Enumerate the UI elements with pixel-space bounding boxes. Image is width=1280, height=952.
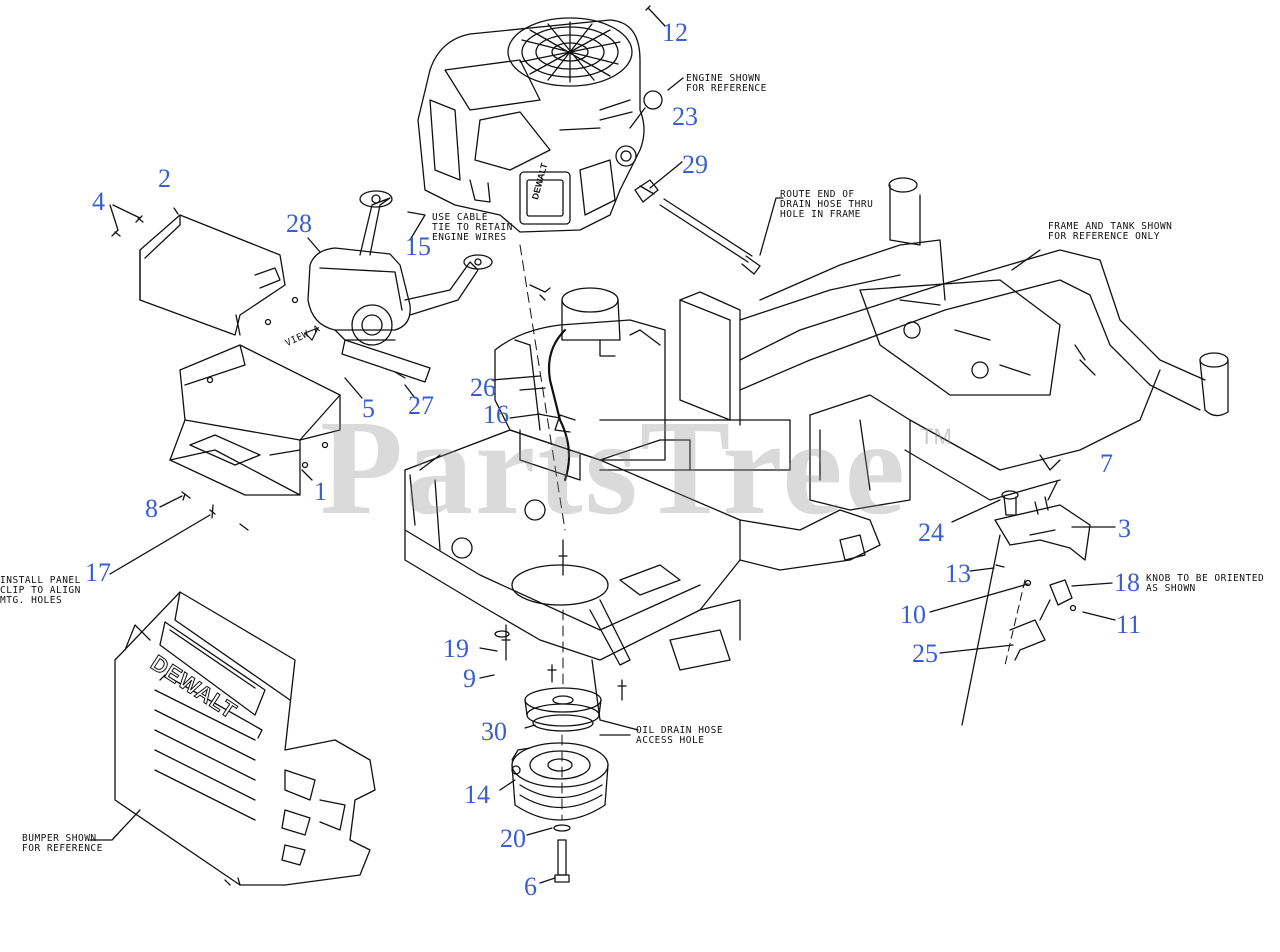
callout-1: 1 bbox=[314, 477, 327, 506]
callout-25: 25 bbox=[912, 639, 938, 668]
note-oil-drain: OIL DRAIN HOSE ACCESS HOLE bbox=[636, 725, 724, 746]
callout-18: 18 bbox=[1114, 568, 1140, 597]
callout-16: 16 bbox=[483, 400, 509, 429]
electric-clutch bbox=[499, 742, 609, 821]
engine bbox=[417, 17, 663, 233]
drain-hose bbox=[634, 161, 761, 275]
callout-14: 14 bbox=[464, 780, 490, 809]
callout-8: 8 bbox=[145, 494, 158, 523]
note-bumper-reference: BUMPER SHOWN FOR REFERENCE bbox=[22, 833, 103, 854]
callout-19: 19 bbox=[443, 634, 469, 663]
mounting-panel bbox=[169, 344, 341, 496]
heat-shield bbox=[139, 214, 286, 336]
note-cable-tie: USE CABLE TIE TO RETAIN ENGINE WIRES bbox=[432, 212, 513, 243]
callout-3: 3 bbox=[1118, 514, 1131, 543]
callout-9: 9 bbox=[463, 664, 476, 693]
callout-4: 4 bbox=[92, 187, 105, 216]
note-knob-orientation: KNOB TO BE ORIENTED AS SHOWN bbox=[1146, 573, 1265, 594]
callout-12: 12 bbox=[662, 18, 688, 47]
callout-6: 6 bbox=[524, 872, 537, 901]
callout-13: 13 bbox=[945, 559, 971, 588]
note-panel-clip: INSTALL PANEL CLIP TO ALIGN MTG. HOLES bbox=[0, 575, 81, 606]
callout-29: 29 bbox=[682, 150, 708, 179]
callout-7: 7 bbox=[1100, 449, 1113, 478]
control-linkage bbox=[929, 481, 1116, 726]
bumper bbox=[89, 591, 376, 886]
callout-15: 15 bbox=[405, 232, 431, 261]
callout-10: 10 bbox=[900, 600, 926, 629]
frame bbox=[404, 177, 1229, 671]
callout-27: 27 bbox=[408, 391, 434, 420]
note-engine-reference: ENGINE SHOWN FOR REFERENCE bbox=[686, 73, 767, 94]
callout-20: 20 bbox=[500, 824, 526, 853]
callout-24: 24 bbox=[918, 518, 944, 547]
callout-30: 30 bbox=[481, 717, 507, 746]
pulley bbox=[524, 687, 602, 732]
note-frame-tank: FRAME AND TANK SHOWN FOR REFERENCE ONLY bbox=[1048, 221, 1173, 242]
callout-17: 17 bbox=[85, 558, 111, 587]
callout-28: 28 bbox=[286, 209, 312, 238]
watermark: PartsTree bbox=[320, 393, 907, 543]
view-a-arrow bbox=[303, 326, 320, 342]
watermark-trademark: TM bbox=[920, 424, 952, 449]
callout-5: 5 bbox=[362, 394, 375, 423]
callout-2: 2 bbox=[158, 164, 171, 193]
callout-23: 23 bbox=[672, 102, 698, 131]
note-drain-route: ROUTE END OF DRAIN HOSE THRU HOLE IN FRA… bbox=[780, 189, 874, 220]
callout-11: 11 bbox=[1116, 610, 1142, 639]
callout-26: 26 bbox=[470, 373, 496, 402]
